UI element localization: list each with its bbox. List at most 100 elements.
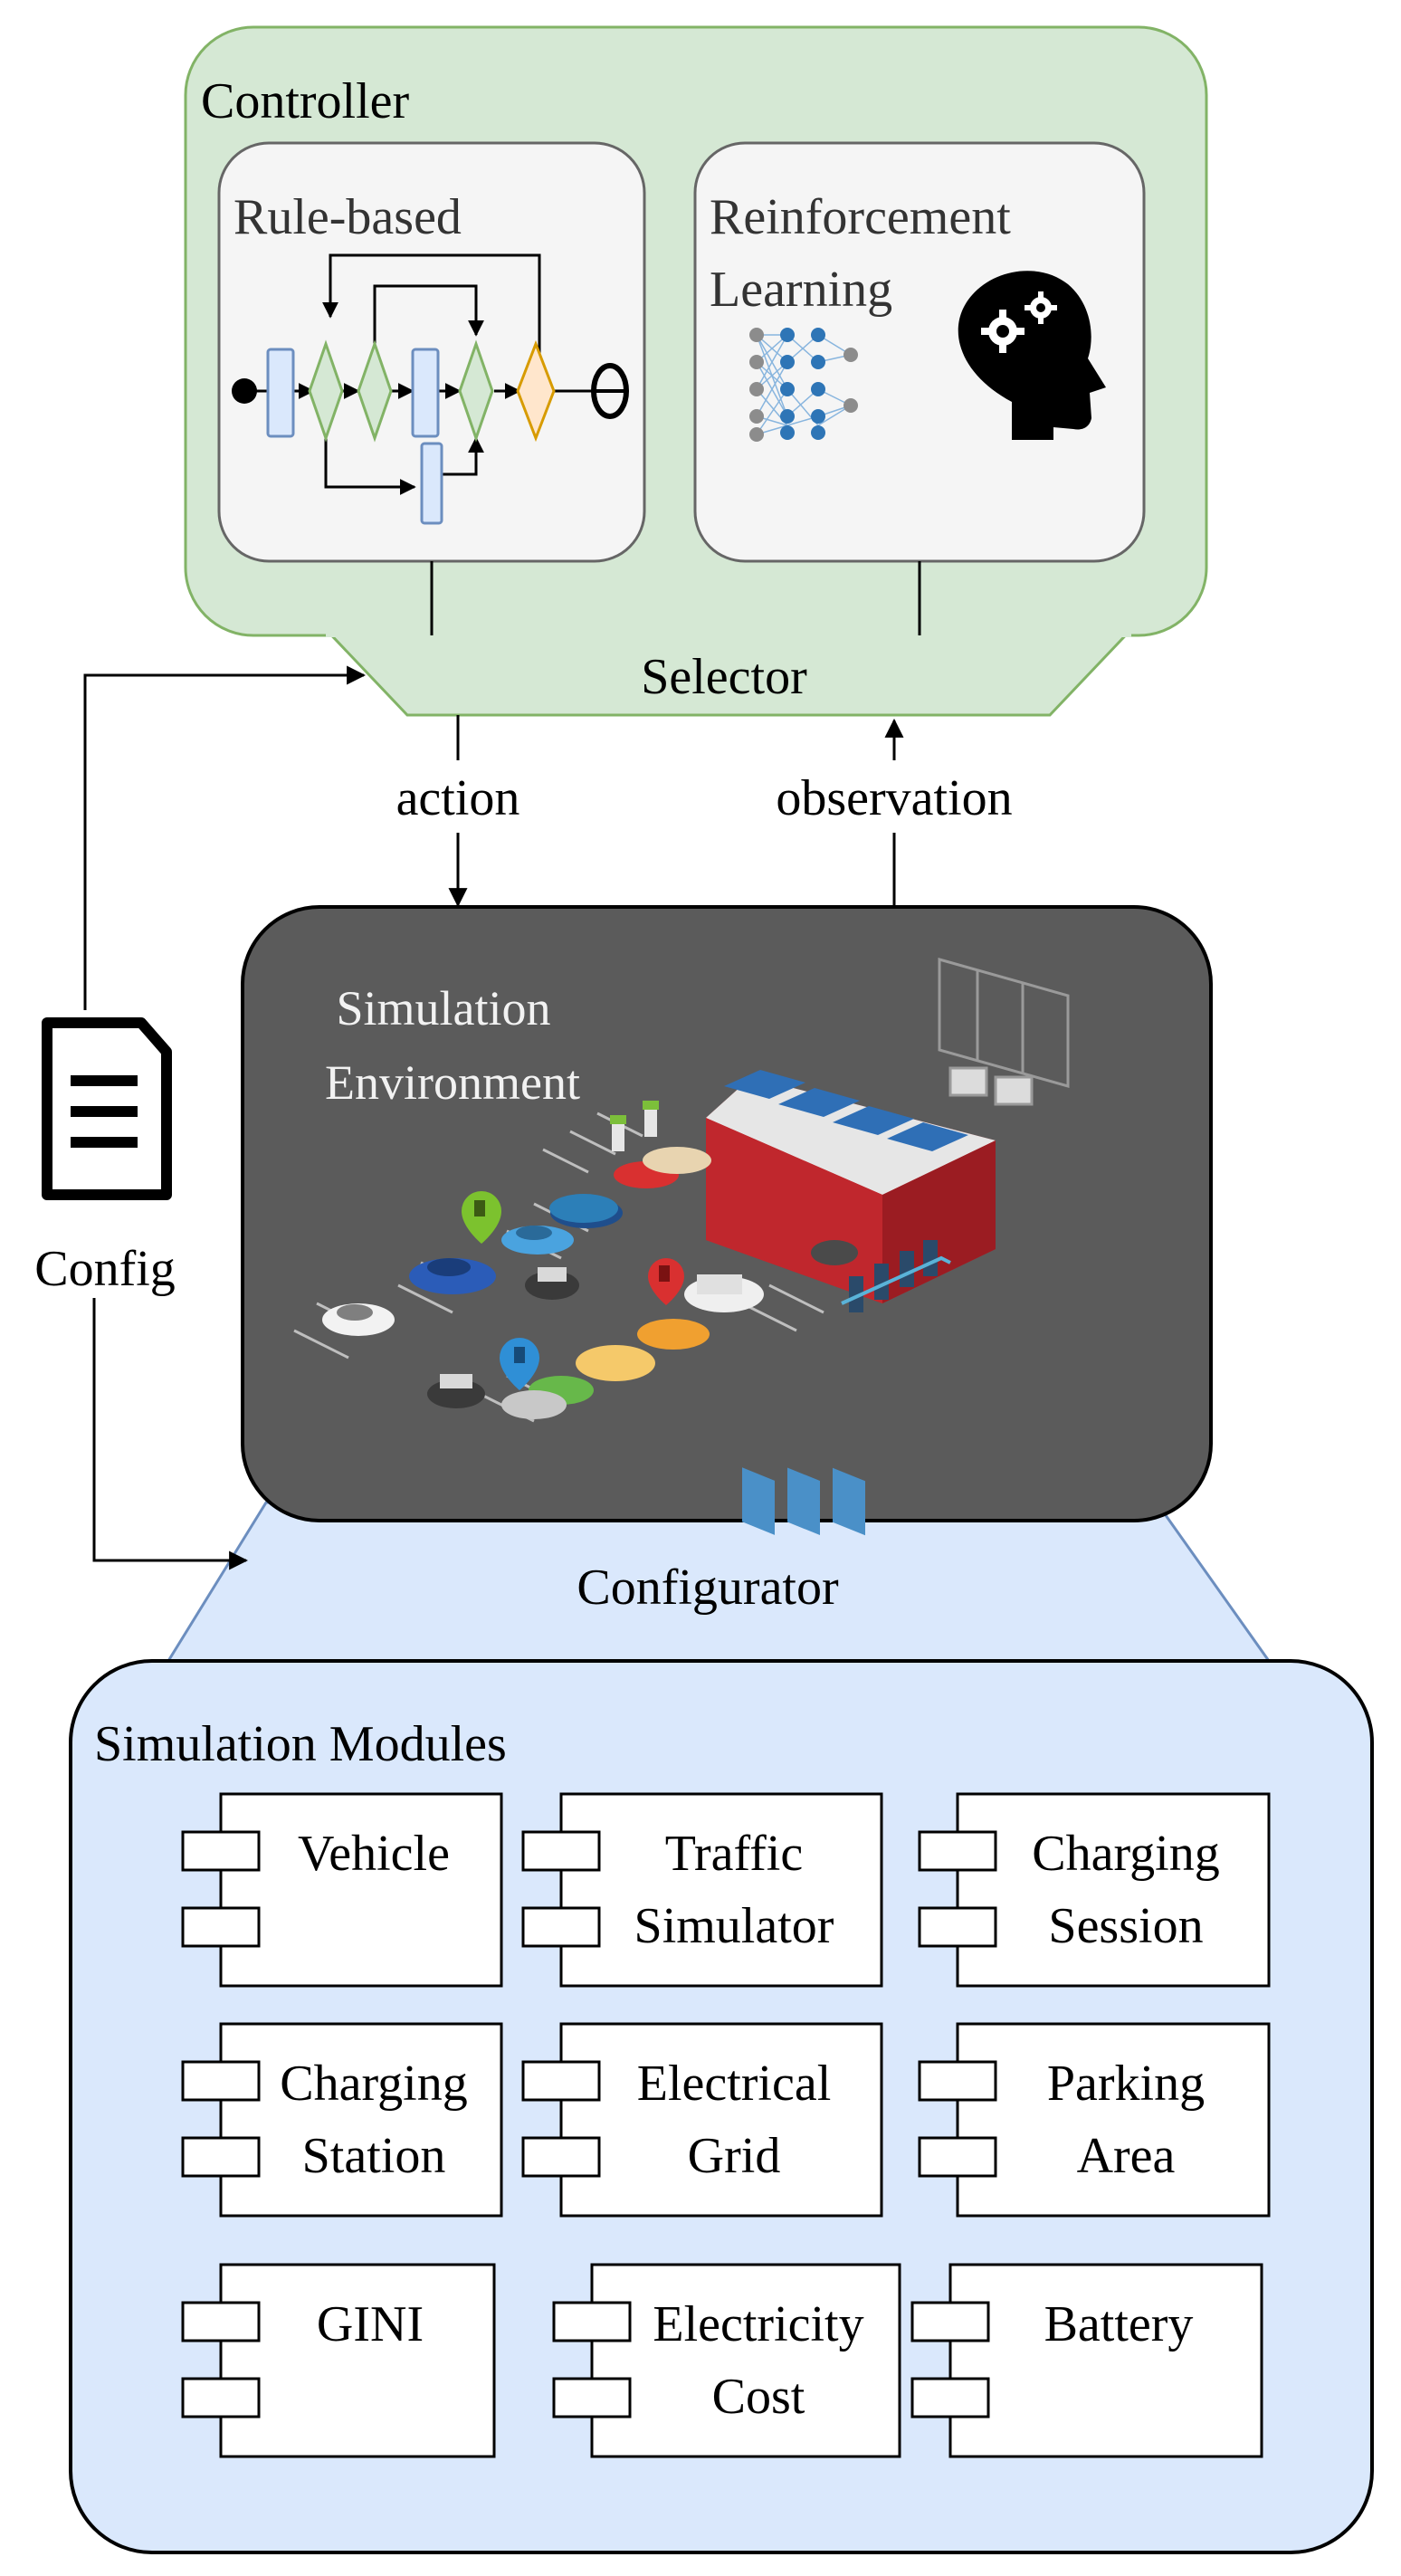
- pin-green: [462, 1191, 501, 1244]
- module-card-body: [590, 2263, 901, 2458]
- car-teal: [549, 1194, 618, 1223]
- charging-stations: [610, 1101, 951, 1312]
- rl-label-line2: Learning: [710, 262, 892, 318]
- config-label: Config: [34, 1241, 176, 1297]
- car-white-1: [322, 1303, 395, 1336]
- flowchart-process-1: [266, 348, 295, 438]
- simulation-modules-group: Simulation Modules Vehicle TrafficSimulat…: [69, 1659, 1374, 2554]
- module-card: GINI: [181, 2263, 496, 2458]
- flow-arrows: action observation: [371, 715, 1048, 908]
- flowchart-process-3: [420, 442, 443, 525]
- module-card-port-2: [918, 1906, 997, 1948]
- map-pins: [462, 1191, 684, 1390]
- config-group: Config: [34, 665, 367, 1570]
- selector-label: Selector: [641, 649, 807, 705]
- car-beige: [643, 1147, 711, 1174]
- module-card-port-1: [552, 2301, 632, 2342]
- module-card-port-1: [181, 2301, 261, 2342]
- module-card: Vehicle: [181, 1792, 503, 1988]
- module-name-line1: GINI: [317, 2296, 424, 2352]
- car-yellow-van: [576, 1345, 655, 1381]
- module-name-line2: Cost: [712, 2369, 805, 2425]
- module-card-port-2: [181, 2136, 261, 2178]
- module-card-port-1: [181, 2060, 261, 2102]
- configurator-label: Configurator: [577, 1560, 839, 1616]
- rule-based-label: Rule-based: [234, 189, 462, 245]
- module-card-port-1: [521, 2060, 601, 2102]
- action-label: action: [396, 770, 520, 826]
- module-card-port-2: [521, 1906, 601, 1948]
- module-card-body: [559, 1792, 883, 1988]
- module-name-line2: Session: [1048, 1898, 1203, 1954]
- modules-title: Simulation Modules: [94, 1716, 507, 1772]
- module-name-line1: Traffic: [665, 1826, 803, 1882]
- module-card-body: [956, 1792, 1271, 1988]
- car-grey-robot: [525, 1267, 579, 1300]
- module-card-port-1: [521, 1830, 601, 1872]
- module-card-port-2: [181, 1906, 261, 1948]
- pin-blue: [500, 1338, 539, 1390]
- flowchart-decision-4: [516, 339, 556, 443]
- module-card-body: [948, 2263, 1263, 2458]
- flowchart-process-2: [411, 348, 440, 438]
- flowchart-icon: [244, 253, 597, 495]
- controller-title: Controller: [201, 73, 410, 129]
- neural-network-icon: [749, 328, 858, 442]
- module-card-port-2: [181, 2377, 261, 2419]
- module-name-line1: Battery: [1044, 2296, 1194, 2352]
- module-card-port-1: [910, 2301, 990, 2342]
- car-grey-right: [811, 1240, 858, 1265]
- module-card-body: [219, 2022, 503, 2218]
- module-card-body: [219, 2263, 496, 2458]
- module-card-port-2: [910, 2377, 990, 2419]
- car-lightblue: [501, 1226, 574, 1255]
- rl-label-line1: Reinforcement: [710, 189, 1011, 245]
- module-card-body: [559, 2022, 883, 2218]
- module-name-line1: Charging: [1032, 1826, 1219, 1882]
- module-name-line1: Electricity: [653, 2296, 863, 2352]
- module-card-port-1: [181, 1830, 261, 1872]
- cars: [322, 1147, 858, 1419]
- config-to-selector-arrow: [83, 665, 367, 1010]
- car-silver: [501, 1390, 567, 1419]
- environment-title-line2: Environment: [325, 1055, 580, 1110]
- parking-lot-illustration: [293, 958, 1070, 1536]
- grid-substation: [938, 958, 1070, 1106]
- module-name-line2: Station: [302, 2128, 446, 2184]
- car-blue-1: [409, 1258, 496, 1294]
- environment-title-line1: Simulation: [336, 981, 550, 1035]
- flowchart-decision-3: [458, 339, 494, 443]
- module-name-line2: Area: [1077, 2128, 1176, 2184]
- car-van-white: [684, 1274, 764, 1312]
- module-name-line2: Simulator: [634, 1898, 834, 1954]
- flowchart-decision-2: [357, 339, 393, 443]
- config-to-configurator-arrow: [92, 1298, 249, 1570]
- module-name-line1: Vehicle: [298, 1826, 450, 1882]
- flowchart-start-node: [232, 378, 257, 404]
- car-orange: [637, 1319, 710, 1350]
- module-card-body: [219, 1792, 503, 1988]
- module-card-port-1: [918, 2060, 997, 2102]
- simulation-environment: Simulation Environment: [241, 905, 1213, 1536]
- module-name-line1: Electrical: [637, 2056, 832, 2112]
- observation-label: observation: [776, 770, 1012, 826]
- flowchart-decision-1: [308, 339, 344, 443]
- car-grey-robot-2: [427, 1374, 485, 1408]
- controller-group: Controller Rule-based: [184, 25, 1208, 717]
- module-card: Battery: [910, 2263, 1263, 2458]
- module-name-line1: Parking: [1047, 2056, 1205, 2112]
- module-name-line1: Charging: [280, 2056, 467, 2112]
- module-card-port-1: [918, 1830, 997, 1872]
- module-card-port-2: [552, 2377, 632, 2419]
- module-card-port-2: [918, 2136, 997, 2178]
- module-name-line2: Grid: [688, 2128, 781, 2184]
- brain-gears-icon: [958, 271, 1106, 440]
